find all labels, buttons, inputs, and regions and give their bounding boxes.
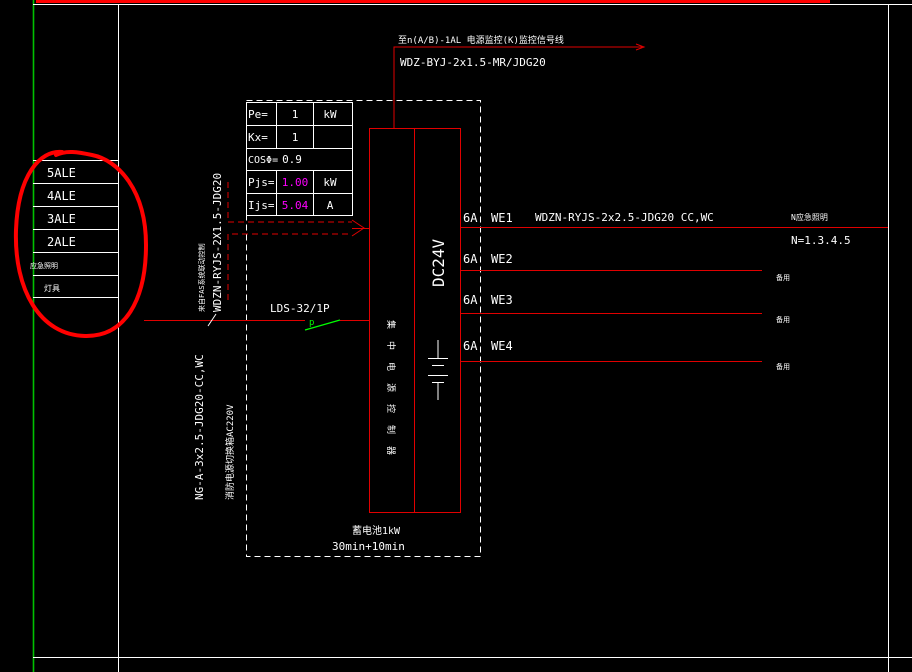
battery-time: 30min+10min <box>332 540 405 553</box>
out-id-4: WE4 <box>491 339 513 353</box>
param-name-ijs: Ijs= <box>248 199 275 212</box>
circuit-item: 3ALE <box>47 212 76 226</box>
output-circuits: 6A WE1 WDZN-RYJS-2x2.5-JDG20 CC,WC N应急照明… <box>460 211 888 371</box>
distribution-box-outline <box>246 100 481 557</box>
out-dest-3: 备用 <box>776 315 790 324</box>
out-id-1: WE1 <box>491 211 513 225</box>
breaker-label: LDS-32/1P <box>270 302 330 315</box>
param-value-ijs: 5.04 <box>282 199 309 212</box>
out-dest-2: 备用 <box>776 273 790 282</box>
param-value-pe: 1 <box>292 108 299 121</box>
left-cable-lower: NG-A-3x2.5-JDG20-CC,WC <box>193 354 206 500</box>
circuit-item: 5ALE <box>47 166 76 180</box>
out-rating-2: 6A <box>463 252 478 266</box>
breaker-switch-icon: p <box>304 318 341 331</box>
circuit-list-table: 5ALE 4ALE 3ALE 2ALE 应急照明 灯具 <box>30 160 118 298</box>
control-signal-lines <box>227 182 369 300</box>
top-feeder-cable: WDZ-BYJ-2x1.5-MR/JDG20 <box>400 56 546 69</box>
top-feeder-label: 至n(A/B)-1AL 电源监控(K)监控信号线 <box>398 34 564 46</box>
param-value-cos: 0.9 <box>282 153 302 166</box>
left-note-upper: 来自FAS系统联动控制 <box>197 243 206 312</box>
param-name-pjs: Pjs= <box>248 176 275 189</box>
top-feeder: 至n(A/B)-1AL 电源监控(K)监控信号线 WDZ-BYJ-2x1.5-M… <box>393 34 646 128</box>
param-name-kx: Kx= <box>248 131 268 144</box>
battery-caption: 蓄电池1kW <box>352 524 401 537</box>
out-rating-3: 6A <box>463 293 478 307</box>
controller-module: 集中电源控制器 DC24V 蓄电池1kW 30min+10min <box>332 128 461 553</box>
param-name-cos: COSΦ= <box>248 155 278 166</box>
param-value-kx: 1 <box>292 131 299 144</box>
left-cable-upper: WDZN-RYJS-2X1.5-JDG20 <box>211 173 224 312</box>
circuit-item: 2ALE <box>47 235 76 249</box>
param-value-pjs: 1.00 <box>282 176 309 189</box>
svg-text:p: p <box>309 318 314 328</box>
out-cable-1: WDZN-RYJS-2x2.5-JDG20 CC,WC <box>535 211 714 224</box>
out-id-3: WE3 <box>491 293 513 307</box>
out-dest-sub-1: N=1.3.4.5 <box>791 234 851 247</box>
dc-voltage-label: DC24V <box>429 238 448 287</box>
out-rating-1: 6A <box>463 211 478 225</box>
left-note-lower: 消防电源切换箱AC220V <box>224 404 236 500</box>
param-unit-ijs: A <box>327 199 334 212</box>
param-unit-pjs: kW <box>323 176 337 189</box>
out-rating-4: 6A <box>463 339 478 353</box>
out-id-2: WE2 <box>491 252 513 266</box>
incoming-supply: p LDS-32/1P <box>144 302 369 331</box>
parameter-table: Pe= 1 kW Kx= 1 COSΦ= 0.9 Pjs= 1.00 kW Ij… <box>246 102 353 216</box>
battery-icon <box>428 340 448 400</box>
circuit-item: 应急照明 <box>30 261 58 270</box>
circuit-item: 灯具 <box>44 283 60 293</box>
param-unit-pe: kW <box>323 108 337 121</box>
param-name-pe: Pe= <box>248 108 268 121</box>
out-dest-4: 备用 <box>776 362 790 371</box>
circuit-item: 4ALE <box>47 189 76 203</box>
out-dest-1: N应急照明 <box>791 212 828 222</box>
module-side-text: 集中电源控制器 <box>385 320 397 467</box>
red-annotation-circle <box>13 149 149 339</box>
